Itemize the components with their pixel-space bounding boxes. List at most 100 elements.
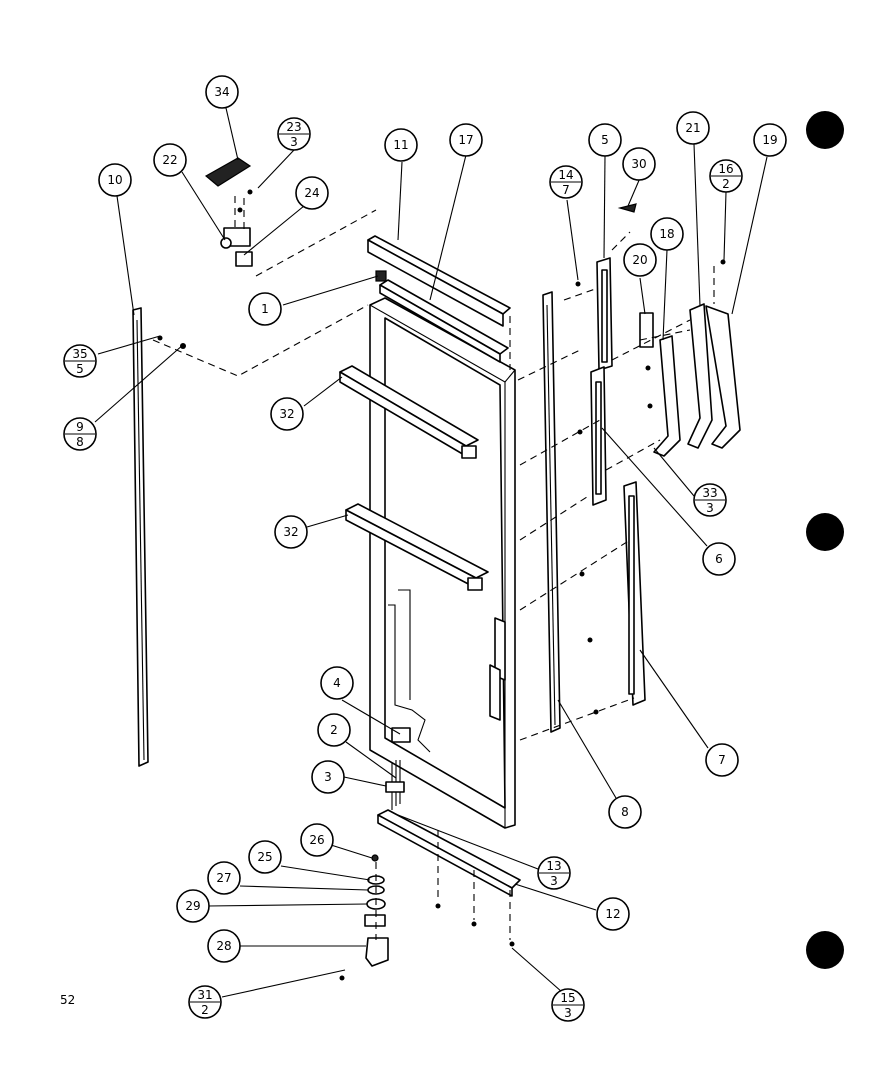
callout-1: 1: [248, 292, 282, 326]
part-handle-inner: [687, 303, 713, 449]
svg-text:15: 15: [560, 991, 575, 1005]
svg-text:32: 32: [283, 525, 298, 539]
svg-text:4: 4: [333, 676, 341, 690]
part-bottom-plug: [385, 781, 405, 793]
callout-16-over-2: 162: [709, 159, 743, 193]
callout-23-over-3: 233: [277, 117, 311, 151]
svg-text:3: 3: [290, 135, 298, 149]
callout-5: 5: [588, 123, 622, 157]
part-top-cap-face: [367, 239, 504, 327]
svg-text:24: 24: [304, 186, 319, 200]
svg-text:5: 5: [76, 362, 84, 376]
svg-text:11: 11: [393, 138, 408, 152]
callout-30: 30: [622, 147, 656, 181]
svg-text:34: 34: [214, 85, 229, 99]
svg-text:26: 26: [309, 833, 324, 847]
callout-22: 22: [153, 143, 187, 177]
svg-text:12: 12: [605, 907, 620, 921]
svg-text:14: 14: [558, 168, 573, 182]
svg-text:33: 33: [702, 486, 717, 500]
alignment-lines: [152, 196, 715, 940]
svg-text:8: 8: [76, 435, 84, 449]
part-bottom-block: [391, 727, 411, 743]
svg-text:3: 3: [324, 770, 332, 784]
svg-text:7: 7: [718, 753, 726, 767]
leader-lines: [94, 107, 768, 998]
svg-text:8: 8: [621, 805, 629, 819]
fastener-dots: [157, 189, 726, 981]
svg-text:10: 10: [107, 173, 122, 187]
callout-10: 10: [98, 163, 132, 197]
callout-3: 3: [311, 760, 345, 794]
callout-17: 17: [449, 123, 483, 157]
callout-11: 11: [384, 128, 418, 162]
callout-14-over-7: 147: [549, 165, 583, 199]
svg-text:3: 3: [706, 501, 714, 515]
svg-text:23: 23: [286, 120, 301, 134]
svg-text:28: 28: [216, 939, 231, 953]
callout-34: 34: [205, 75, 239, 109]
svg-text:9: 9: [76, 420, 84, 434]
svg-text:20: 20: [632, 253, 647, 267]
svg-text:13: 13: [546, 859, 561, 873]
callout-15-over-3: 153: [551, 988, 585, 1022]
callout-27: 27: [207, 861, 241, 895]
svg-text:21: 21: [685, 121, 700, 135]
svg-text:25: 25: [257, 850, 272, 864]
svg-text:32: 32: [279, 407, 294, 421]
callout-32-upper: 32: [270, 397, 304, 431]
svg-text:1: 1: [261, 302, 269, 316]
svg-text:5: 5: [601, 133, 609, 147]
callout-2: 2: [317, 713, 351, 747]
registration-mark-bottom: [806, 931, 844, 969]
registration-mark-middle: [806, 513, 844, 551]
svg-text:6: 6: [715, 552, 723, 566]
part-hinge-pin: [220, 237, 232, 249]
callout-26: 26: [300, 823, 334, 857]
svg-text:16: 16: [718, 162, 733, 176]
callout-6: 6: [702, 542, 736, 576]
callout-32-lower: 32: [274, 515, 308, 549]
part-hinge-cover: [204, 157, 252, 187]
svg-text:3: 3: [550, 874, 558, 888]
svg-text:17: 17: [458, 133, 473, 147]
svg-text:2: 2: [330, 723, 338, 737]
callout-13-over-3: 133: [537, 856, 571, 890]
callout-7: 7: [705, 743, 739, 777]
part-bushing: [375, 270, 387, 282]
callout-8: 8: [608, 795, 642, 829]
callout-29: 29: [176, 889, 210, 923]
callout-31-over-2: 312: [188, 985, 222, 1019]
callout-21: 21: [676, 111, 710, 145]
callout-12: 12: [596, 897, 630, 931]
part-handle-outer: [705, 305, 741, 449]
svg-text:29: 29: [185, 899, 200, 913]
svg-text:3: 3: [564, 1006, 572, 1020]
callout-33-over-3: 333: [693, 483, 727, 517]
page-number: 52: [60, 993, 76, 1007]
part-bottom-cap-face: [377, 814, 513, 897]
part-top-strip-face: [379, 284, 501, 363]
svg-text:31: 31: [197, 988, 212, 1002]
part-clip: [639, 312, 654, 348]
svg-text:22: 22: [162, 153, 177, 167]
registration-mark-top: [806, 111, 844, 149]
callout-18: 18: [650, 217, 684, 251]
svg-text:27: 27: [216, 871, 231, 885]
svg-text:19: 19: [762, 133, 777, 147]
svg-text:18: 18: [659, 227, 674, 241]
callout-24: 24: [295, 176, 329, 210]
part-shelf-bracket-lower: [345, 503, 489, 591]
callout-35-over-5: 355: [63, 344, 97, 378]
callout-4: 4: [320, 666, 354, 700]
callout-19: 19: [753, 123, 787, 157]
svg-text:35: 35: [72, 347, 87, 361]
svg-text:2: 2: [722, 177, 730, 191]
part-handle-insert: [653, 335, 681, 457]
part-vertical-channel: [542, 291, 561, 733]
svg-text:30: 30: [631, 157, 646, 171]
callout-28: 28: [207, 929, 241, 963]
part-hinge-shim: [235, 251, 253, 267]
